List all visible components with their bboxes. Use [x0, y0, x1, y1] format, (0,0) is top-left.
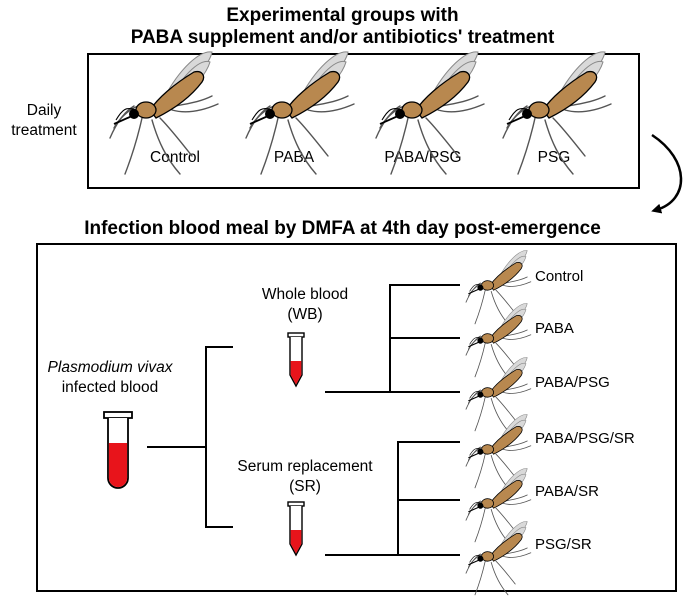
title-line-1: Experimental groups with: [226, 5, 459, 26]
outcome-label-paba: PABA: [535, 320, 574, 337]
mosquito-control: [109, 51, 219, 175]
group-label-paba: PABA: [273, 149, 315, 166]
mosquito-out-paba: [465, 303, 532, 378]
connector-lines: [147, 284, 460, 556]
mosquito-out-paba-psg: [465, 357, 532, 432]
mosquito-paba: [245, 51, 355, 175]
mosquito-psg: [502, 51, 612, 175]
wb-bracket: [325, 284, 460, 393]
serum-replacement-abbrev: (SR): [289, 478, 321, 495]
infection-box: [36, 243, 677, 592]
plasmodium-label: Plasmodium vivax: [47, 359, 173, 376]
blood-tube-wb: [287, 332, 305, 388]
outcome-label-psg-sr: PSG/SR: [535, 536, 592, 553]
branch-bracket: [205, 346, 233, 528]
whole-blood-abbrev: (WB): [287, 306, 323, 323]
group-label-paba-psg: PABA/PSG: [384, 149, 462, 166]
mosquito-out-paba-psg-sr: [465, 414, 532, 489]
outcome-label-paba-psg: PABA/PSG: [535, 374, 610, 391]
sr-bracket: [325, 441, 460, 556]
group-label-psg: PSG: [537, 149, 571, 166]
infected-blood-label: infected blood: [61, 379, 159, 396]
outcome-label-paba-psg-sr: PABA/PSG/SR: [535, 430, 635, 447]
whole-blood-label: Whole blood: [261, 286, 349, 303]
title-line-2: PABA supplement and/or antibiotics' trea…: [130, 27, 555, 48]
mosquito-group: [109, 51, 612, 596]
mosquito-out-psg-sr: [465, 521, 532, 596]
mosquito-paba-psg: [375, 51, 485, 175]
outcome-label-control: Control: [535, 268, 584, 285]
blood-tube-large: [103, 411, 133, 489]
flow-arrow: [651, 133, 683, 214]
infection-title: Infection blood meal by DMFA at 4th day …: [84, 218, 601, 239]
daily-treatment-label-1: Daily: [26, 102, 62, 119]
experimental-groups-box: [87, 53, 640, 189]
mosquito-out-control: [465, 250, 532, 325]
group-label-control: Control: [150, 149, 200, 166]
mosquito-out-paba-sr: [465, 468, 532, 543]
daily-treatment-label-2: treatment: [11, 122, 77, 139]
outcome-label-paba-sr: PABA/SR: [535, 483, 599, 500]
serum-replacement-label: Serum replacement: [237, 458, 373, 475]
blood-tube-sr: [287, 501, 305, 557]
